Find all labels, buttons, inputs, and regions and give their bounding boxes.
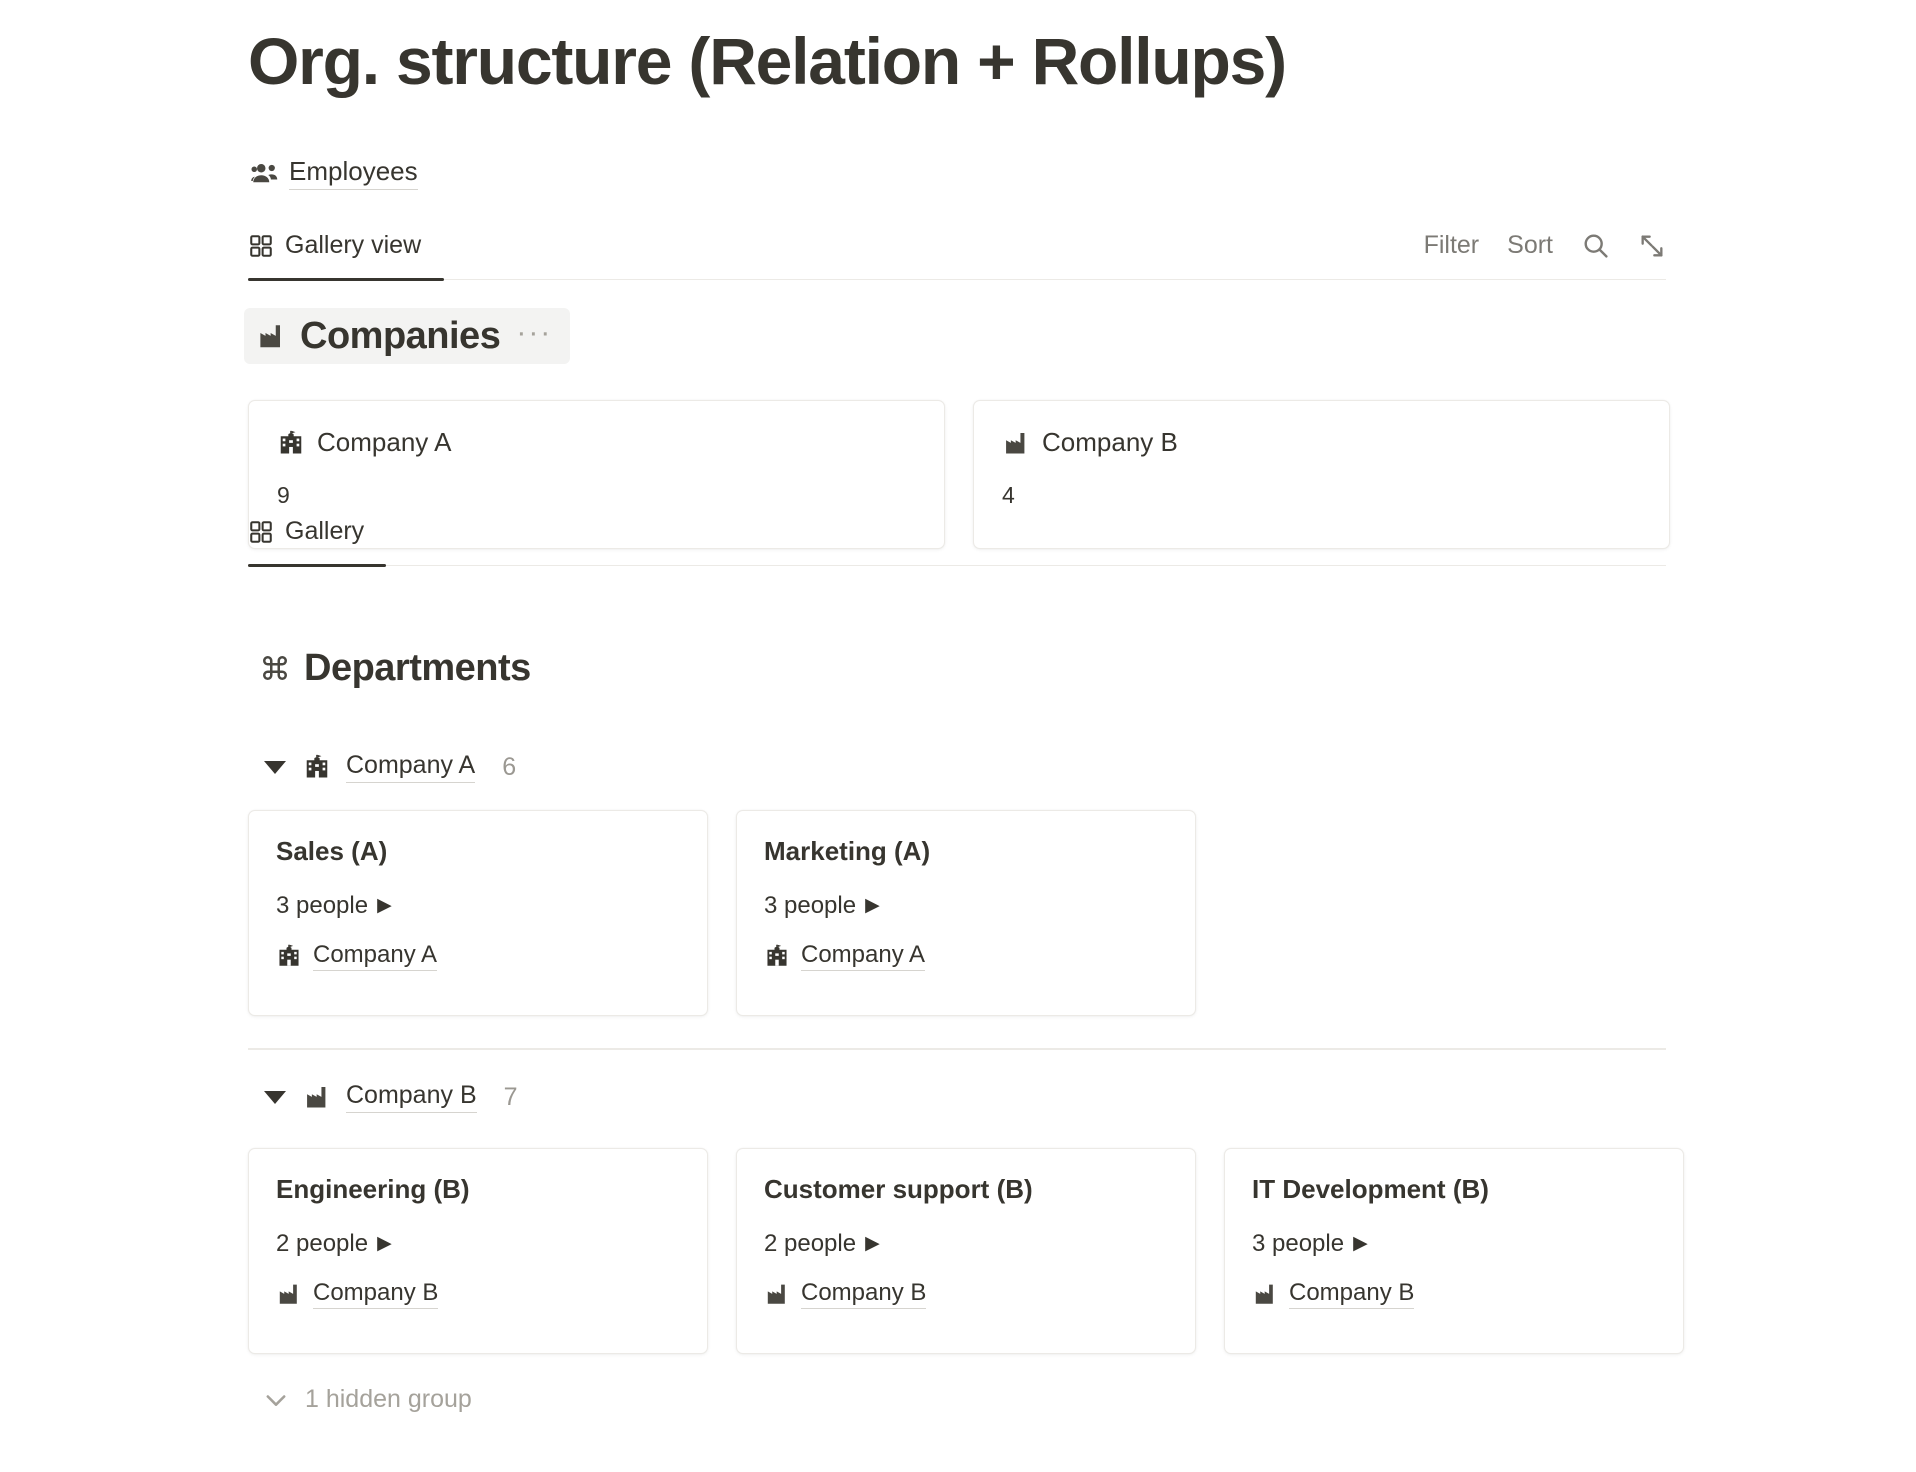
group-name-link[interactable]: Company A <box>346 751 476 783</box>
company-card-title-row: Company B <box>1002 427 1641 458</box>
source-database-link[interactable]: Employees <box>250 157 418 190</box>
tab-gallery[interactable]: Gallery <box>248 508 387 567</box>
department-card-row-company-a: Sales (A) 3 people ▶ <box>248 810 1196 1016</box>
hidden-group-toggle[interactable]: 1 hidden group <box>262 1385 472 1414</box>
section-title-departments: Departments <box>304 647 531 689</box>
people-count-label: 3 people <box>1252 1229 1345 1257</box>
company-card-title-row: Company A <box>277 427 916 458</box>
department-card-people-rollup[interactable]: 3 people ▶ <box>764 892 1168 920</box>
department-card-relation[interactable]: Company B <box>764 1279 1168 1309</box>
company-card-rollup-count: 9 <box>277 482 290 508</box>
people-group-icon <box>250 158 280 188</box>
company-card-rollup-count: 4 <box>1002 482 1015 508</box>
expand-diagonal-icon[interactable] <box>1638 232 1666 260</box>
company-card[interactable]: Company A 9 <box>248 400 945 549</box>
department-card-relation[interactable]: Company A <box>276 941 680 971</box>
relation-link-label[interactable]: Company B <box>313 1279 439 1309</box>
department-card-title: IT Development (B) <box>1252 1174 1489 1204</box>
department-card[interactable]: Engineering (B) 2 people ▶ Company B <box>248 1148 708 1354</box>
group-header-company-b[interactable]: Company B 7 <box>264 1081 518 1113</box>
command-icon <box>260 653 290 683</box>
people-count-label: 3 people <box>276 891 369 919</box>
caret-down-icon[interactable] <box>264 1090 286 1104</box>
department-card-people-rollup[interactable]: 3 people ▶ <box>276 892 680 920</box>
triangle-right-icon[interactable]: ▶ <box>865 895 880 917</box>
companies-card-row: Company A 9 Company B 4 <box>248 400 1670 549</box>
group-divider <box>248 1048 1666 1050</box>
company-card[interactable]: Company B 4 <box>973 400 1670 549</box>
factory-icon <box>764 1281 790 1307</box>
tab-gallery-view-label: Gallery view <box>285 231 422 259</box>
department-card-people-rollup[interactable]: 3 people ▶ <box>1252 1230 1656 1258</box>
department-card-title: Customer support (B) <box>764 1174 1033 1204</box>
gallery-grid-icon <box>248 519 274 545</box>
school-building-icon <box>764 943 790 969</box>
search-icon[interactable] <box>1581 231 1610 260</box>
department-card-relation[interactable]: Company B <box>1252 1279 1656 1309</box>
department-card-relation[interactable]: Company A <box>764 941 1168 971</box>
triangle-right-icon[interactable]: ▶ <box>377 895 392 917</box>
triangle-right-icon[interactable]: ▶ <box>377 1233 392 1255</box>
factory-icon <box>1002 429 1030 457</box>
department-card[interactable]: IT Development (B) 3 people ▶ Company B <box>1224 1148 1684 1354</box>
company-card-name: Company B <box>1042 427 1178 457</box>
source-database-label: Employees <box>289 157 418 190</box>
department-card-title: Marketing (A) <box>764 836 931 866</box>
section-title-companies: Companies <box>300 315 501 357</box>
section-header-companies[interactable]: Companies ··· <box>244 308 571 364</box>
department-card[interactable]: Marketing (A) 3 people ▶ <box>736 810 1196 1016</box>
view-toolbar-actions: Filter Sort <box>1424 222 1666 279</box>
department-card-people-rollup[interactable]: 2 people ▶ <box>276 1230 680 1258</box>
group-name-link[interactable]: Company B <box>346 1081 477 1113</box>
people-count-label: 2 people <box>764 1229 857 1257</box>
section-header-departments[interactable]: Departments <box>248 640 549 696</box>
department-card-title: Engineering (B) <box>276 1174 470 1204</box>
caret-down-icon[interactable] <box>264 760 286 774</box>
factory-icon <box>303 1083 331 1111</box>
group-count: 6 <box>502 752 517 781</box>
factory-icon <box>256 321 286 351</box>
tab-gallery-label: Gallery <box>285 517 365 545</box>
department-card-relation[interactable]: Company B <box>276 1279 680 1309</box>
department-card-row-company-b: Engineering (B) 2 people ▶ Company B Cus… <box>248 1148 1684 1354</box>
relation-link-label[interactable]: Company B <box>1289 1279 1415 1309</box>
page-title: Org. structure (Relation + Rollups) <box>248 24 1287 98</box>
school-building-icon <box>277 429 305 457</box>
relation-link-label[interactable]: Company B <box>801 1279 927 1309</box>
group-header-company-a[interactable]: Company A 6 <box>264 751 517 783</box>
factory-icon <box>1252 1281 1278 1307</box>
gallery-grid-icon <box>248 233 274 259</box>
department-card[interactable]: Sales (A) 3 people ▶ <box>248 810 708 1016</box>
triangle-right-icon[interactable]: ▶ <box>865 1233 880 1255</box>
view-toolbar-companies: Gallery view Filter Sort <box>248 222 1666 281</box>
people-count-label: 2 people <box>276 1229 369 1257</box>
school-building-icon <box>303 753 331 781</box>
relation-link-label[interactable]: Company A <box>801 941 926 971</box>
sort-button[interactable]: Sort <box>1507 231 1553 259</box>
view-toolbar-departments: Gallery <box>248 508 1666 567</box>
group-count: 7 <box>503 1082 518 1111</box>
filter-button[interactable]: Filter <box>1423 231 1480 259</box>
relation-link-label[interactable]: Company A <box>313 941 438 971</box>
department-card-title: Sales (A) <box>276 836 388 866</box>
department-card-people-rollup[interactable]: 2 people ▶ <box>764 1230 1168 1258</box>
school-building-icon <box>276 943 302 969</box>
factory-icon <box>276 1281 302 1307</box>
department-card[interactable]: Customer support (B) 2 people ▶ Company … <box>736 1148 1196 1354</box>
triangle-right-icon[interactable]: ▶ <box>1353 1233 1368 1255</box>
company-card-name: Company A <box>317 427 452 457</box>
chevron-down-icon[interactable] <box>262 1386 290 1414</box>
people-count-label: 3 people <box>764 891 857 919</box>
tab-gallery-view[interactable]: Gallery view <box>248 222 445 281</box>
hidden-group-label: 1 hidden group <box>305 1385 472 1413</box>
section-menu-button[interactable]: ··· <box>516 316 553 349</box>
